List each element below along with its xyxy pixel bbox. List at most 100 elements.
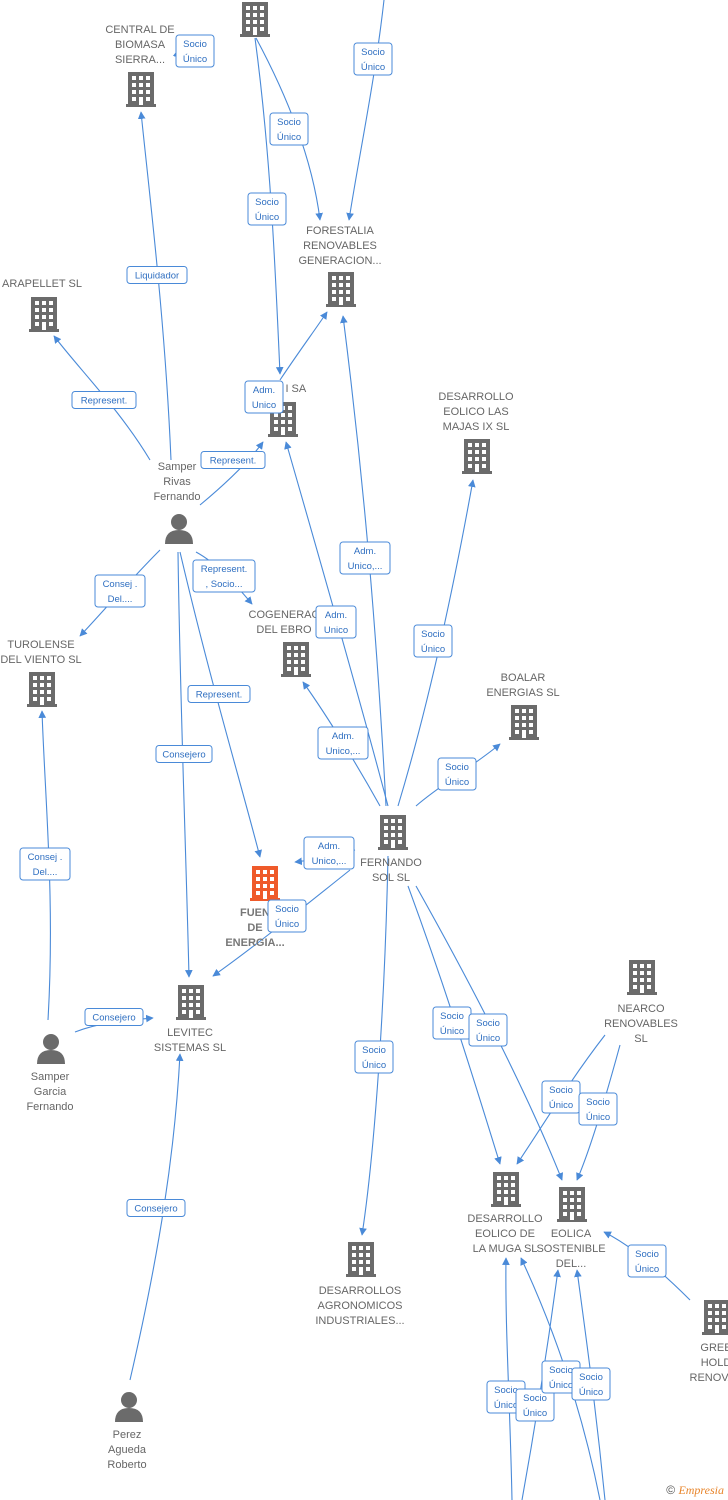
edge-label-text: Consej . <box>28 852 63 863</box>
node-top[interactable] <box>240 2 270 37</box>
edge-label[interactable]: Consej .Del.... <box>19 847 71 881</box>
person-icon[interactable] <box>37 1034 65 1064</box>
edge-label[interactable]: Consej . Del.... <box>94 574 146 608</box>
building-icon[interactable] <box>557 1187 587 1222</box>
edge-label-text: Unico,... <box>326 746 361 757</box>
building-icon[interactable] <box>240 2 270 37</box>
edge-label-text: Unico,... <box>348 561 383 572</box>
edge-label[interactable]: Consejero <box>84 1008 144 1026</box>
node-label: FERNANDO <box>360 857 422 869</box>
building-icon[interactable] <box>378 815 408 850</box>
building-icon[interactable] <box>29 297 59 332</box>
edge-label[interactable]: Represent. <box>187 685 251 703</box>
edge-label[interactable]: Represent., Socio... <box>192 559 256 593</box>
node-arapellet[interactable]: ARAPELLET SL <box>2 278 82 332</box>
node-label: FUEN <box>240 907 270 919</box>
node-label: Garcia <box>34 1086 67 1098</box>
building-icon[interactable] <box>627 960 657 995</box>
edge-label-text: Socio <box>421 629 445 640</box>
edge-label-text: Socio <box>440 1011 464 1022</box>
building-icon[interactable] <box>250 866 280 901</box>
copyright-symbol: © <box>666 1483 676 1497</box>
edge-label[interactable]: Consejero <box>155 745 213 763</box>
edge-label[interactable]: Adm.Unico,... <box>303 836 355 870</box>
node-agronomicos[interactable]: DESARROLLOSAGRONOMICOSINDUSTRIALES... <box>315 1242 405 1327</box>
edge-label-text: Represent. <box>81 396 127 407</box>
edge-label-text: Unico <box>252 400 276 411</box>
edge-label-text: Unico,... <box>312 856 347 867</box>
building-icon[interactable] <box>346 1242 376 1277</box>
edge-label[interactable]: Represent. <box>200 451 266 469</box>
edge-label-text: Consej . <box>103 579 138 590</box>
building-icon[interactable] <box>126 72 156 107</box>
edge-label-text: Único <box>255 212 279 223</box>
node-green[interactable]: GREEHOLDRENOVAB <box>690 1300 728 1384</box>
edge-label[interactable]: Adm. Unico <box>244 380 284 414</box>
node-label: Fernando <box>153 491 200 503</box>
building-icon[interactable] <box>509 705 539 740</box>
edge-label-text: Único <box>494 1400 518 1411</box>
edge-label[interactable]: Adm.Unico <box>315 605 357 639</box>
edge-label-text: Único <box>421 644 445 655</box>
node-central[interactable]: CENTRAL DEBIOMASASIERRA... <box>105 24 175 107</box>
edge-label[interactable]: Liquidador <box>126 266 188 284</box>
person-icon[interactable] <box>115 1392 143 1422</box>
node-label: Perez <box>113 1429 142 1441</box>
edge-label-text: Socio <box>361 47 385 58</box>
node-label: Rivas <box>163 476 191 488</box>
building-icon[interactable] <box>702 1300 728 1335</box>
edge-line <box>346 0 385 221</box>
node-fuentes[interactable]: FUENDEENERGIA... <box>225 866 285 949</box>
node-label: LEVITEC <box>167 1027 213 1039</box>
building-icon[interactable] <box>281 642 311 677</box>
edge-label[interactable]: Adm.Unico,... <box>317 726 369 760</box>
building-icon[interactable] <box>326 272 356 307</box>
building-icon[interactable] <box>176 985 206 1020</box>
person-icon[interactable] <box>165 514 193 544</box>
edge-label-text: Del.... <box>108 594 133 605</box>
building-icon[interactable] <box>491 1172 521 1207</box>
building-icon[interactable] <box>462 439 492 474</box>
edge-label[interactable]: Adm. Unico,... <box>339 541 391 575</box>
edge-line <box>137 111 172 461</box>
edge-label[interactable]: Consejero <box>126 1199 186 1217</box>
edge-label-text: Socio <box>445 762 469 773</box>
node-forestalia[interactable]: FORESTALIARENOVABLESGENERACION... <box>298 225 382 307</box>
node-label: ENERGIAS SL <box>486 687 559 699</box>
building-icon[interactable] <box>27 672 57 707</box>
edge-label-text: Adm. <box>354 546 376 557</box>
edge-label-text: Represent. <box>196 690 242 701</box>
node-label: DEL EBRO <box>256 624 312 636</box>
brand-name[interactable]: Empresia <box>678 1483 724 1497</box>
edge-label-text: Socio <box>586 1097 610 1108</box>
node-eolica_sost[interactable]: EOLICASOSTENIBLEDEL... <box>536 1187 606 1270</box>
edge-label-text: Adm. <box>253 385 275 396</box>
edge-label[interactable]: Represent. <box>71 391 137 409</box>
